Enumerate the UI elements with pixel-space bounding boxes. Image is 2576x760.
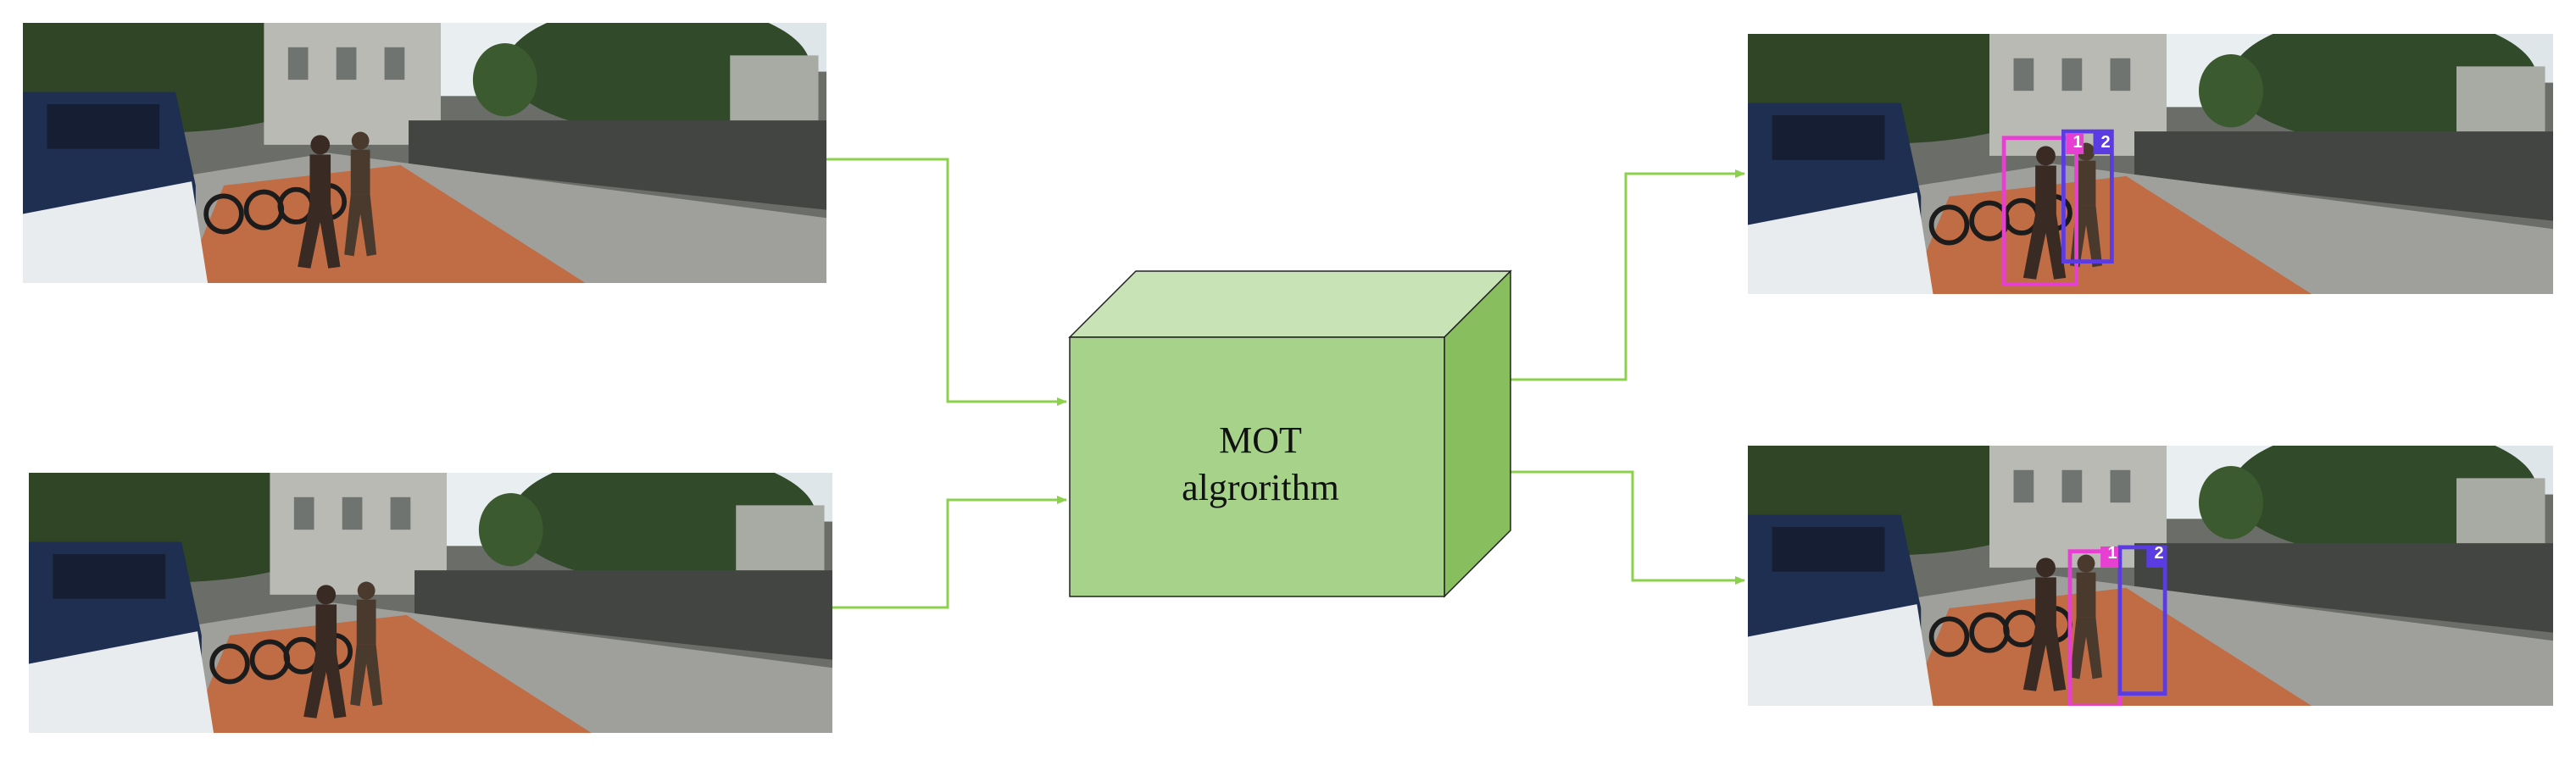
mot-label-line2: algrorithm [1182, 467, 1339, 508]
track-id-2: 2 [2100, 133, 2111, 152]
track-id-1: 1 [2107, 544, 2117, 563]
connector-lines [826, 158, 1745, 609]
arrow-input-1 [826, 158, 1067, 406]
cube-front-face [1069, 336, 1445, 597]
input-frame-1 [23, 23, 826, 283]
output-frame-1 [1748, 34, 2553, 294]
arrow-input-2 [832, 496, 1067, 609]
mot-cube [1068, 269, 1512, 598]
track-box-1 [2001, 136, 2078, 286]
track-box-2 [2061, 129, 2114, 264]
track-id-2: 2 [2154, 544, 2164, 563]
arrow-output-1 [1511, 169, 1745, 381]
output-frame-2 [1748, 446, 2553, 706]
track-id-1: 1 [2072, 133, 2083, 152]
mot-label-line1: MOT [1219, 419, 1302, 461]
cube-top-face [1068, 270, 1512, 338]
mot-algorithm-label: MOT algrorithm [1070, 417, 1451, 512]
arrow-output-2 [1511, 470, 1745, 585]
input-frame-2 [29, 473, 832, 733]
track-box-2 [2117, 545, 2167, 696]
